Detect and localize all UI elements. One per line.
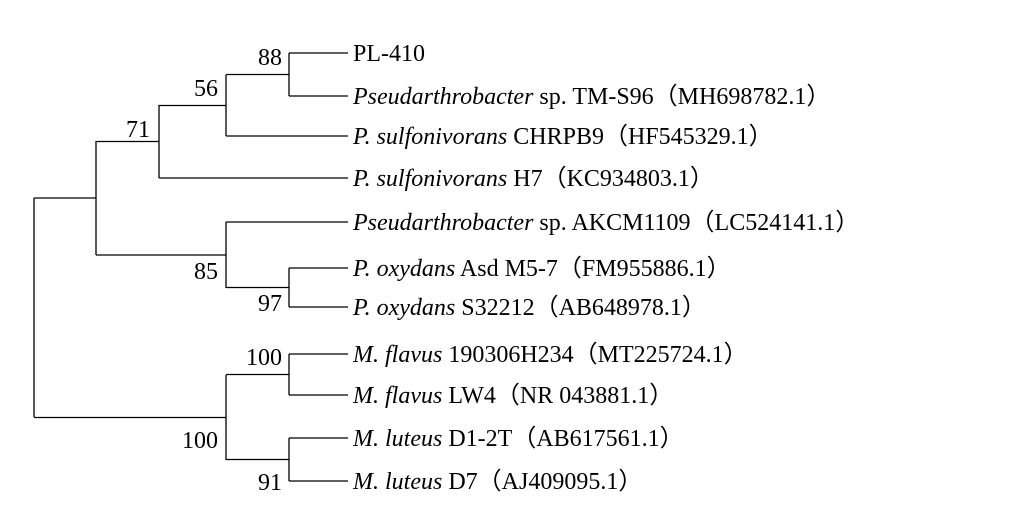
bootstrap-support-labels: 88 56 71 85 97 100 100 91 bbox=[126, 45, 282, 496]
bootstrap-value: 56 bbox=[194, 76, 218, 102]
bootstrap-value: 97 bbox=[258, 291, 282, 317]
taxon-strain-accession: sp. AKCM1109（LC524141.1） bbox=[533, 210, 859, 236]
taxon-strain-accession: Asd M5-7（FM955886.1） bbox=[455, 256, 730, 282]
taxon-label: M. luteus D7（AJ409095.1） bbox=[352, 469, 642, 495]
taxon-name-italic: M. luteus bbox=[352, 426, 442, 452]
taxon-strain-accession: LW4（NR 043881.1） bbox=[442, 383, 673, 409]
bootstrap-value: 91 bbox=[258, 470, 282, 496]
taxon-label: P. oxydans S32212（AB648978.1） bbox=[352, 295, 706, 321]
taxon-label: P. sulfonivorans CHRPB9（HF545329.1） bbox=[352, 124, 773, 150]
taxon-label: M. flavus LW4（NR 043881.1） bbox=[352, 383, 673, 409]
taxon-name-italic: Pseudarthrobacter bbox=[352, 210, 534, 236]
bootstrap-value: 100 bbox=[182, 428, 218, 454]
taxon-strain-accession: sp. TM-S96（MH698782.1） bbox=[533, 84, 830, 110]
taxon-label: PL-410 bbox=[353, 41, 425, 67]
taxon-strain-accession: CHRPB9（HF545329.1） bbox=[507, 124, 772, 150]
tree-branches bbox=[33, 52, 348, 482]
bootstrap-value: 85 bbox=[194, 259, 218, 285]
taxon-label: P. oxydans Asd M5-7（FM955886.1） bbox=[352, 256, 731, 282]
bootstrap-value: 88 bbox=[258, 45, 282, 71]
taxon-label: Pseudarthrobacter sp. AKCM1109（LC524141.… bbox=[352, 210, 859, 236]
taxon-label: Pseudarthrobacter sp. TM-S96（MH698782.1） bbox=[352, 84, 830, 110]
taxon-name-italic: P. oxydans bbox=[352, 256, 455, 282]
taxon-label: M. flavus 190306H234（MT225724.1） bbox=[352, 342, 748, 368]
taxon-name-italic: P. oxydans bbox=[352, 295, 455, 321]
taxon-label: P. sulfonivorans H7（KC934803.1） bbox=[352, 166, 714, 192]
taxon-strain-accession: PL-410 bbox=[353, 41, 425, 67]
taxon-strain-accession: D1-2T（AB617561.1） bbox=[442, 426, 683, 452]
taxon-strain-accession: D7（AJ409095.1） bbox=[442, 469, 642, 495]
taxon-name-italic: P. sulfonivorans bbox=[352, 124, 507, 150]
taxon-strain-accession: H7（KC934803.1） bbox=[507, 166, 714, 192]
taxon-name-italic: Pseudarthrobacter bbox=[352, 84, 534, 110]
bootstrap-value: 100 bbox=[246, 345, 282, 371]
taxon-label: M. luteus D1-2T（AB617561.1） bbox=[352, 426, 684, 452]
taxon-name-italic: M. luteus bbox=[352, 469, 442, 495]
taxon-name-italic: M. flavus bbox=[352, 383, 442, 409]
taxon-strain-accession: 190306H234（MT225724.1） bbox=[442, 342, 747, 368]
taxon-name-italic: P. sulfonivorans bbox=[352, 166, 507, 192]
bootstrap-value: 71 bbox=[126, 117, 150, 143]
taxon-name-italic: M. flavus bbox=[352, 342, 442, 368]
taxon-strain-accession: S32212（AB648978.1） bbox=[455, 295, 706, 321]
